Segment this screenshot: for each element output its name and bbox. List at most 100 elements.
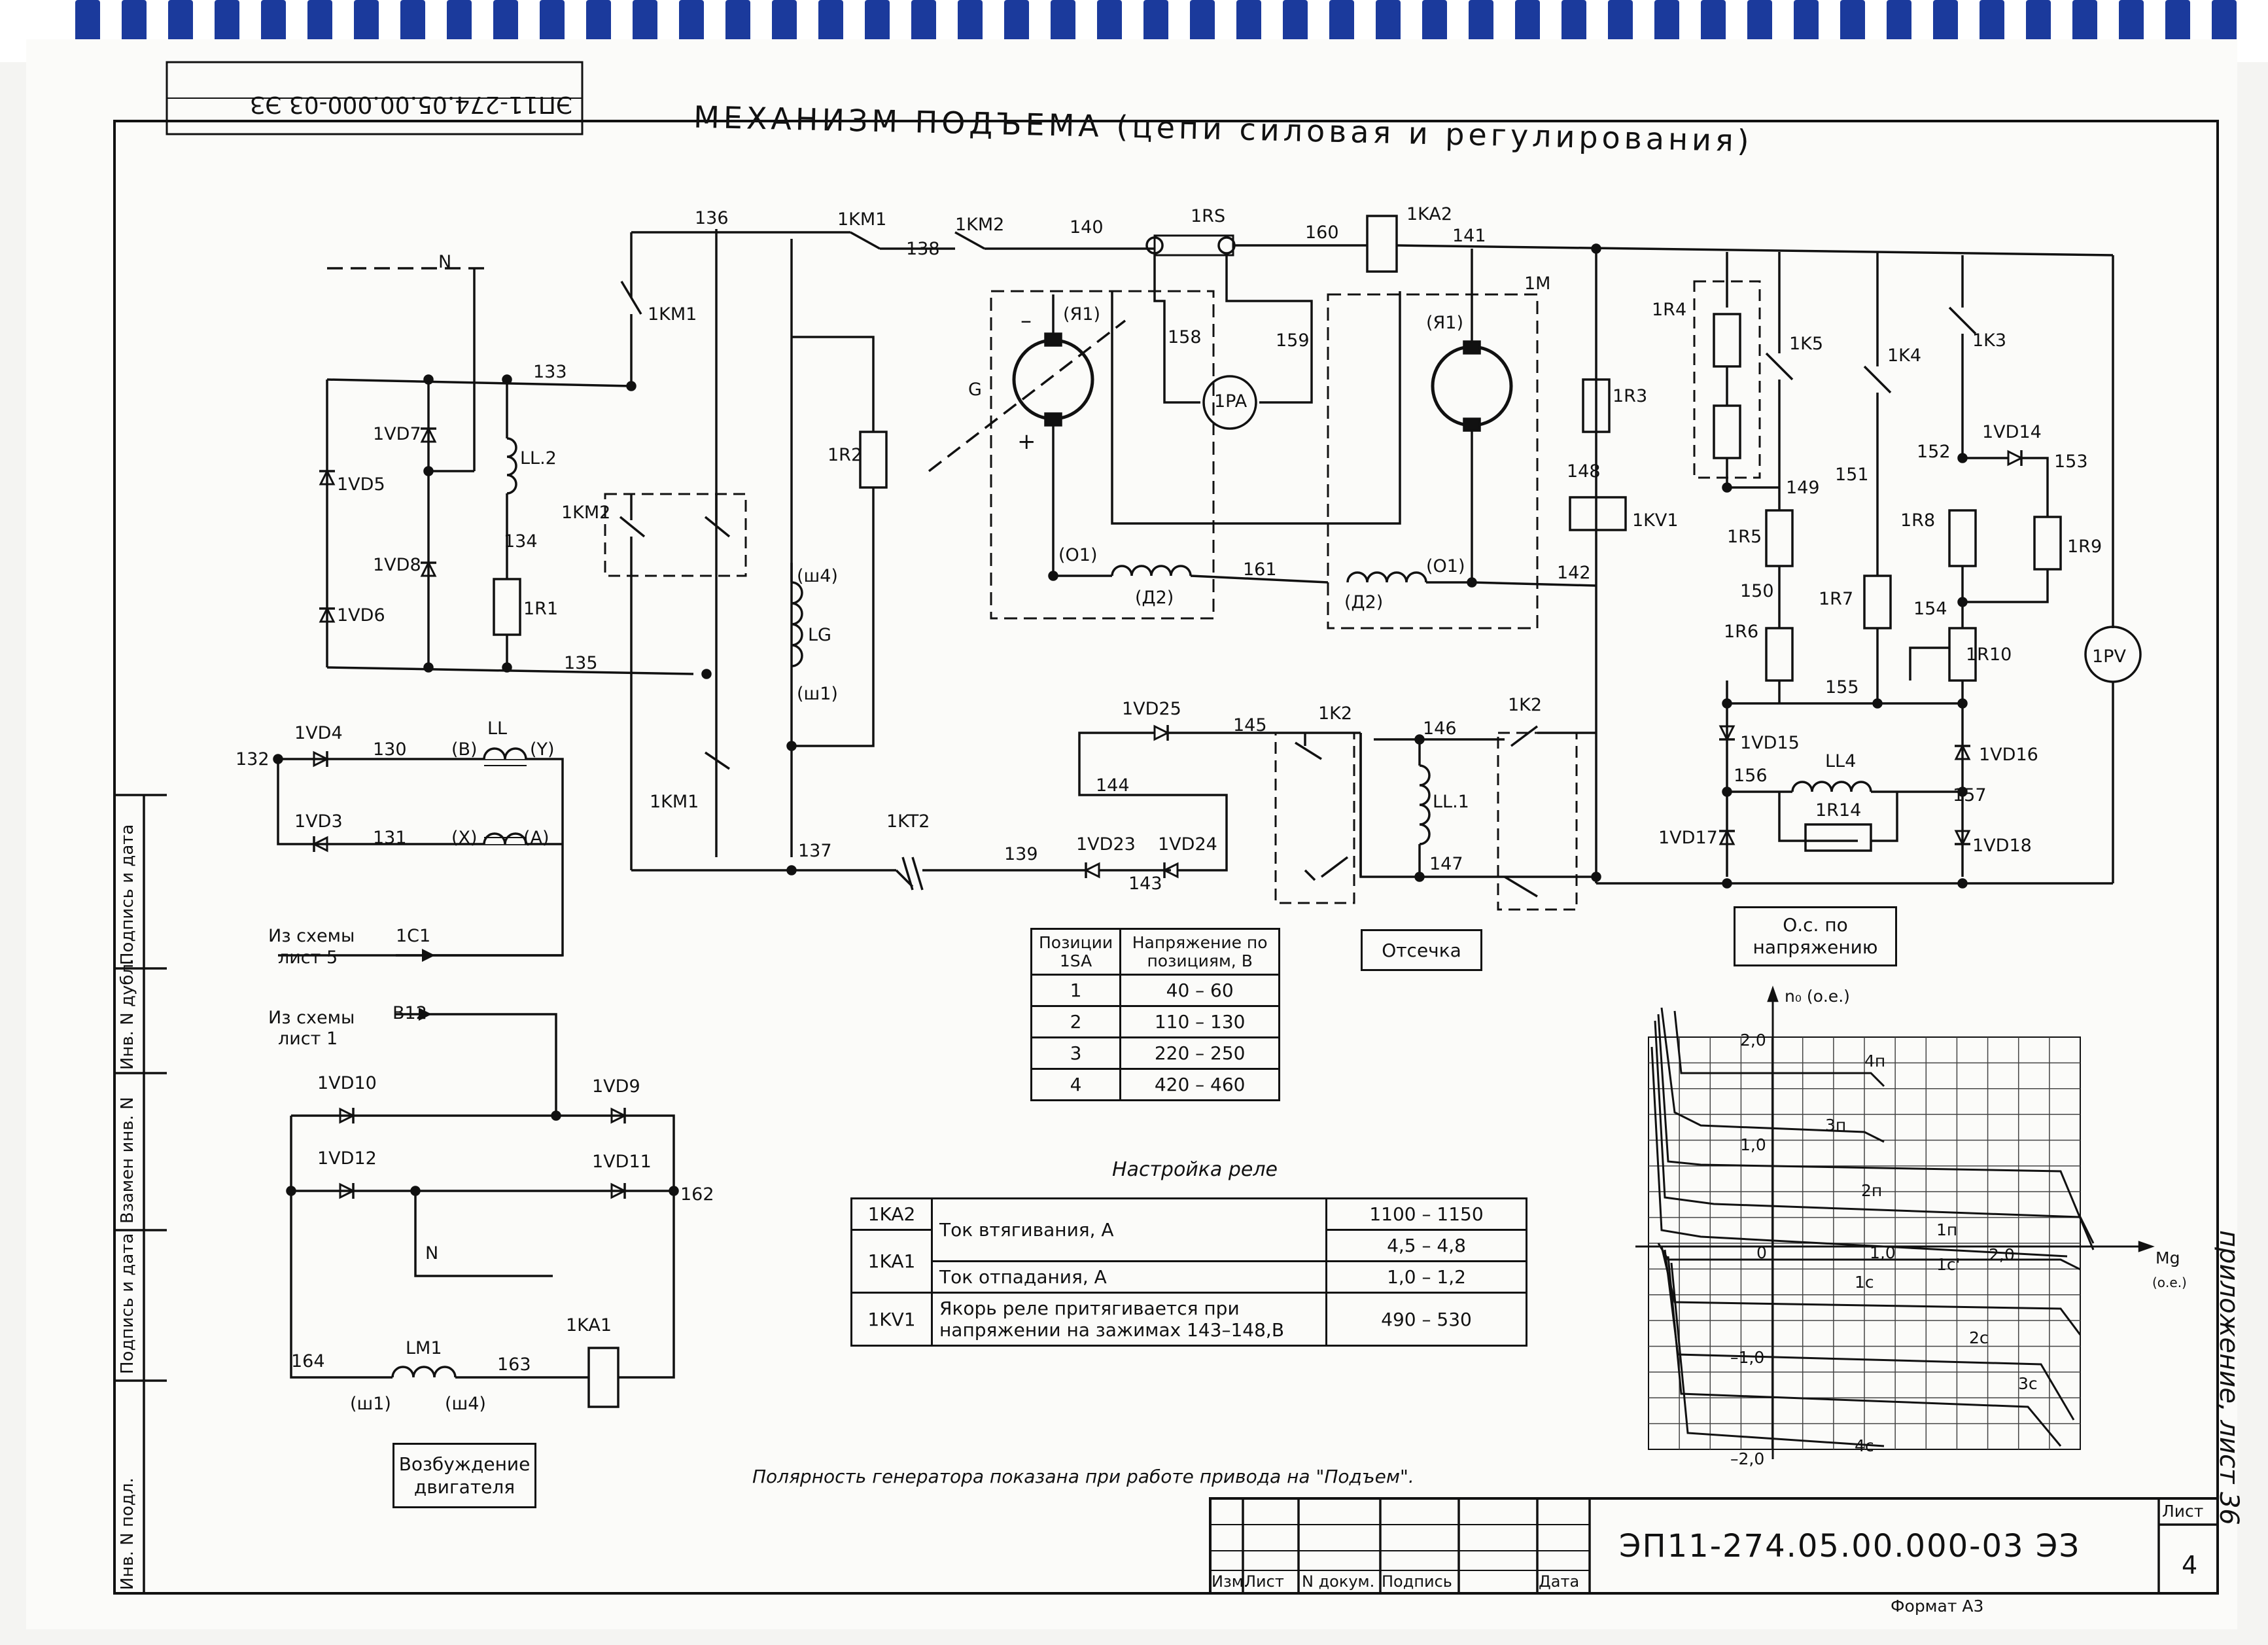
label-1KM1-bottom: 1KM1 — [650, 792, 699, 812]
chart-ytick: –1,0 — [1730, 1348, 1765, 1367]
relay-row: 1KV1 Якорь реле притягивается при напряж… — [850, 1292, 1527, 1347]
sheet-5-label: лист 5 — [278, 947, 338, 968]
relay-settings-title: Настройка реле — [1112, 1158, 1278, 1181]
label-LM1: LM1 — [406, 1338, 442, 1358]
relay-param: Ток втягивания, А — [931, 1197, 1327, 1262]
chart-ytick: –2,0 — [1730, 1449, 1765, 1468]
label-N-top: N — [438, 252, 452, 272]
label-1VD24: 1VD24 — [1158, 834, 1217, 855]
label-1K5: 1K5 — [1789, 334, 1824, 354]
label-1K2-b: 1K2 — [1508, 695, 1543, 715]
label-1VD4: 1VD4 — [294, 723, 343, 743]
label-1R2: 1R2 — [828, 445, 863, 465]
label-1VD15: 1VD15 — [1740, 733, 1800, 753]
label-1K3: 1K3 — [1972, 330, 2007, 351]
label-w4: (ш4) — [797, 566, 838, 586]
label-1K4: 1K4 — [1887, 345, 1922, 366]
chart-xtick: 1,0 — [1870, 1243, 1896, 1262]
sa-cell: 1 — [1030, 974, 1122, 1007]
chart-ytick: 2,0 — [1740, 1031, 1766, 1050]
label-1RS: 1RS — [1191, 206, 1226, 226]
characteristic-curve — [1670, 1262, 1885, 1447]
label-1KM1-left: 1KM1 — [648, 304, 697, 325]
relay-name: 1KV1 — [850, 1292, 933, 1347]
relay-settings-table: 1KA2 Ток втягивания, А 1100 – 1150 1KA1 … — [850, 1197, 1527, 1347]
label-1VD18: 1VD18 — [1972, 836, 2032, 856]
label-B12: B12 — [393, 1003, 427, 1023]
label-162: 162 — [680, 1184, 714, 1205]
from-scheme-5: Из схемы — [268, 926, 355, 946]
label-1VD6: 1VD6 — [337, 605, 385, 626]
label-157: 157 — [1953, 785, 1987, 805]
label-137: 137 — [798, 841, 832, 861]
label-1VD11: 1VD11 — [592, 1152, 652, 1172]
characteristic-curve — [1650, 1046, 2068, 1258]
characteristic-curve — [1654, 1020, 2095, 1244]
label-149: 149 — [1786, 478, 1820, 498]
label-LL2: LL.2 — [520, 448, 557, 469]
label-1VD23: 1VD23 — [1076, 834, 1136, 855]
sa-cell: 420 – 460 — [1119, 1068, 1281, 1101]
sa-cell: 3 — [1030, 1036, 1122, 1070]
relay-value: 490 – 530 — [1325, 1292, 1527, 1347]
label-143: 143 — [1128, 874, 1162, 894]
characteristic-curve — [1667, 1256, 2062, 1447]
label-133: 133 — [533, 362, 567, 382]
label-1R8: 1R8 — [1900, 510, 1936, 531]
label-1VD10: 1VD10 — [317, 1073, 377, 1093]
label-131: 131 — [373, 828, 407, 848]
label-G: G — [968, 380, 982, 400]
label-1R5: 1R5 — [1727, 527, 1762, 547]
sheet-1-label: лист 1 — [278, 1029, 338, 1049]
sa-cell: 40 – 60 — [1119, 974, 1281, 1007]
label-1K2-a: 1K2 — [1318, 703, 1353, 724]
characteristic-curve — [1657, 1014, 2095, 1250]
label-LL4: LL4 — [1825, 751, 1857, 771]
chart-curve-label: 3п — [1825, 1116, 1847, 1135]
chart-curve-label: 2п — [1861, 1181, 1883, 1200]
sa-header-position: Позиции 1SA — [1030, 928, 1122, 976]
chart-curve-label: 3с — [2018, 1374, 2038, 1393]
from-scheme-1: Из схемы — [268, 1008, 355, 1028]
label-145: 145 — [1233, 715, 1267, 735]
label-132: 132 — [236, 749, 270, 769]
label-160: 160 — [1305, 222, 1339, 243]
sheet-label: Лист — [2162, 1502, 2204, 1521]
label-1KA2: 1KA2 — [1406, 204, 1453, 224]
label-O1-gen: (О1) — [1058, 545, 1098, 565]
label-D2-motor: (Д2) — [1344, 592, 1384, 612]
label-1KA1: 1KA1 — [566, 1315, 612, 1335]
chart-x-axis-label: Mg — [2155, 1248, 2180, 1267]
characteristic-curve — [1660, 1007, 1885, 1143]
label-1VD12: 1VD12 — [317, 1148, 377, 1169]
label-Ya1-motor: (Я1) — [1426, 313, 1464, 333]
label-1KM1-top: 1KM1 — [837, 209, 887, 230]
chart-curve-label: 1с — [1855, 1273, 1874, 1292]
polarity-note: Полярность генератора показана при работ… — [752, 1466, 1414, 1487]
label-1VD7: 1VD7 — [373, 424, 421, 444]
relay-name: 1KA2 — [850, 1197, 933, 1231]
label-152: 152 — [1917, 442, 1951, 462]
sa-cell: 2 — [1030, 1005, 1122, 1038]
label-1VD14: 1VD14 — [1982, 422, 2042, 442]
label-1VD16: 1VD16 — [1979, 745, 2038, 765]
chart-x-unit: (о.е.) — [2152, 1275, 2187, 1290]
chart-curve-label: 1п — [1936, 1220, 1958, 1239]
relay-kv1-line1: Якорь реле притягивается при — [939, 1298, 1240, 1319]
label-Ya1-gen: (Я1) — [1063, 304, 1101, 325]
tb-col-date: Дата — [1539, 1572, 1580, 1591]
margin-sign-date-1: Подпись и дата — [118, 1233, 137, 1374]
chart-ytick: 0 — [1756, 1243, 1767, 1262]
label-1KM2-left: 1KM2 — [561, 503, 611, 523]
sa-table-header: Позиции 1SA Напряжение по позициям, В — [1030, 928, 1281, 976]
label-minus: – — [1021, 308, 1032, 334]
relay-param: Якорь реле притягивается при напряжении … — [931, 1292, 1327, 1347]
drawing-sheet — [26, 39, 2237, 1629]
label-B: (B) — [451, 739, 478, 760]
relay-row: Ток отпадания, А 1,0 – 1,2 — [852, 1260, 1527, 1294]
label-1VD9: 1VD9 — [592, 1076, 640, 1097]
